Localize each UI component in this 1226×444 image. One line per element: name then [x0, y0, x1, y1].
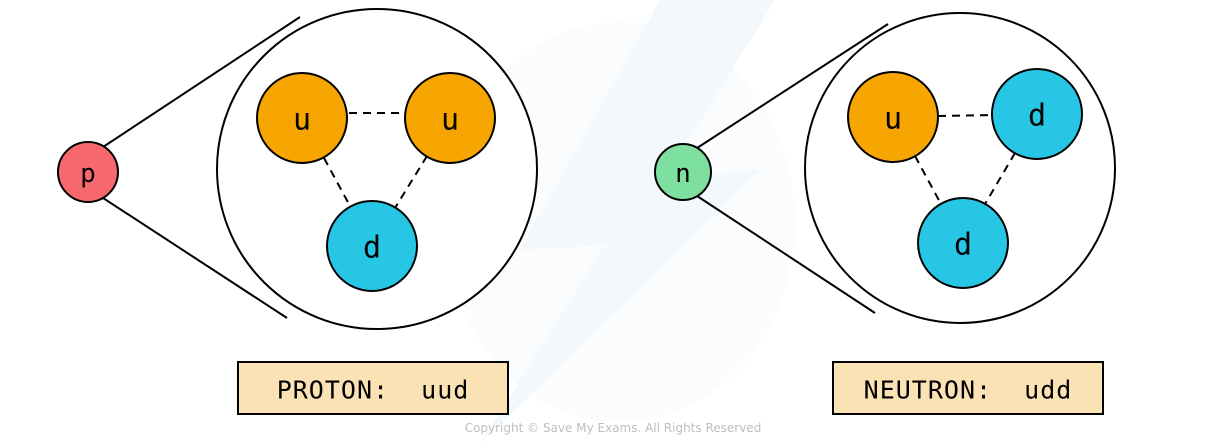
proton-quark-bond-line-right: [394, 155, 428, 209]
copyright-text: Copyright © Save My Exams. All Rights Re…: [465, 421, 762, 435]
proton-down-quark-circle: [326, 200, 418, 292]
watermark-swoosh-shape: [445, 22, 795, 422]
neutron-cone-line-bottom: [693, 193, 876, 314]
neutron-down-quark-1-circle: [991, 68, 1083, 160]
proton-up-quark-2-label: u: [441, 103, 459, 138]
neutron-particle-circle: [654, 143, 712, 201]
neutron-up-quark-label: u: [884, 102, 902, 137]
neutron-particle-label: n: [675, 159, 691, 189]
neutron-quark-bond-line-right: [984, 152, 1016, 205]
proton-up-quark-2-circle: [404, 72, 496, 164]
watermark-bolt-shape: [480, 0, 775, 444]
neutron-quark-bond-line-left: [914, 155, 942, 205]
neutron-quark-bond-line-top: [937, 114, 993, 117]
proton-up-quark-1-label: u: [293, 103, 311, 138]
neutron-down-quark-2-label: d: [954, 228, 972, 263]
proton-cone-line-bottom: [99, 195, 288, 319]
neutron-cone-line-top: [693, 23, 889, 151]
neutron-diagram: n u d d NEUTRON: udd: [654, 12, 1116, 415]
proton-up-quark-1-circle: [256, 72, 348, 164]
neutron-down-quark-2-circle: [917, 197, 1009, 289]
proton-diagram: p u u d PROTON: uud: [57, 8, 538, 415]
proton-down-quark-label: d: [363, 231, 381, 266]
proton-quark-bond-line-left: [323, 157, 351, 207]
proton-particle-circle: [57, 141, 119, 203]
watermark-logo: [445, 0, 795, 444]
proton-caption: PROTON: uud: [277, 376, 470, 405]
neutron-caption: NEUTRON: udd: [864, 376, 1073, 405]
proton-particle-label: p: [80, 159, 96, 189]
neutron-caption-box: [832, 361, 1104, 415]
neutron-up-quark-circle: [847, 71, 939, 163]
proton-caption-box: [237, 361, 509, 415]
neutron-down-quark-1-label: d: [1028, 99, 1046, 134]
proton-cone-line-top: [99, 16, 301, 150]
